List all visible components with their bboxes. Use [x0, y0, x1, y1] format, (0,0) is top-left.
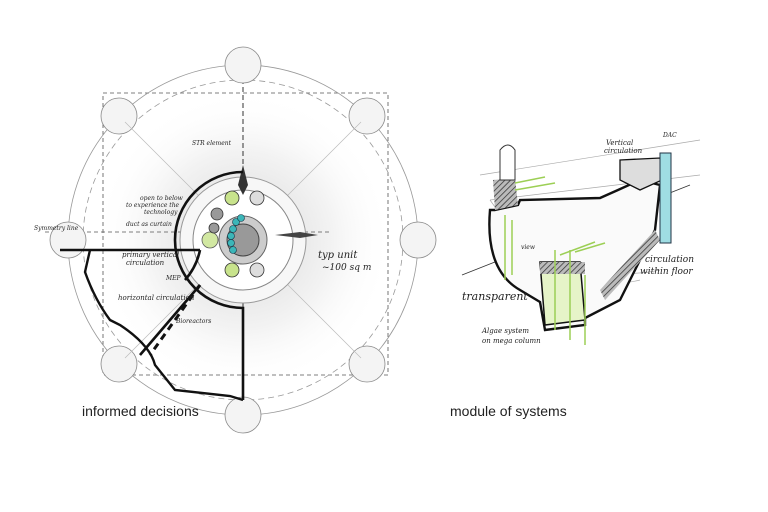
label-duct: duct as curtain: [126, 221, 172, 228]
top-tube: [499, 144, 516, 181]
vertical-circulation-block: [619, 157, 663, 191]
dashed-boundary: [102, 92, 389, 376]
module-axonometric-diagram: DAC Vertical circulation view circulatio…: [461, 132, 701, 345]
label-primary-vertical-2: circulation: [126, 259, 165, 267]
gray-shafts: [208, 190, 265, 278]
label-open-to-below: open to below: [140, 195, 184, 202]
label-open-to-below-2: to experience the: [126, 202, 180, 209]
label-open-to-below-3: technology: [144, 209, 178, 216]
dac-tube: [659, 152, 672, 244]
label-circulation-floor: circulation: [645, 255, 694, 265]
label-horizontal-circulation: horizontal circulation: [118, 294, 195, 302]
unit-outline: [60, 170, 245, 400]
label-dac: DAC: [662, 132, 677, 139]
green-arrows: [504, 176, 606, 345]
label-algae: Algae system: [481, 327, 529, 335]
label-symmetry-line: Symmetry line: [34, 225, 79, 232]
label-transparent: transparent: [462, 290, 528, 303]
label-typ-unit: typ unit: [318, 250, 358, 261]
label-vertical: Vertical: [606, 139, 633, 147]
floor-plan-diagram: STR element open to below to experience …: [34, 46, 437, 434]
label-vertical-2: circulation: [604, 147, 643, 155]
label-view: view: [521, 244, 536, 251]
label-bioreactors: Bioreactors: [175, 318, 211, 325]
horizontal-circulation-path: [148, 284, 202, 356]
label-circulation-floor-2: within floor: [640, 267, 693, 277]
teal-elevators: [227, 214, 245, 254]
floor-slab: [488, 178, 662, 332]
label-typ-unit-area: ~100 sq m: [322, 263, 371, 273]
label-algae-2: on mega column: [482, 337, 541, 345]
label-mep: MEP: [165, 275, 182, 282]
label-str-element: STR element: [192, 140, 232, 147]
algae-tubes: [201, 190, 240, 278]
caption-module-of-systems: module of systems: [450, 403, 567, 419]
caption-informed-decisions: informed decisions: [82, 403, 199, 419]
str-element: [238, 165, 248, 195]
label-primary-vertical: primary vertical: [122, 251, 179, 259]
